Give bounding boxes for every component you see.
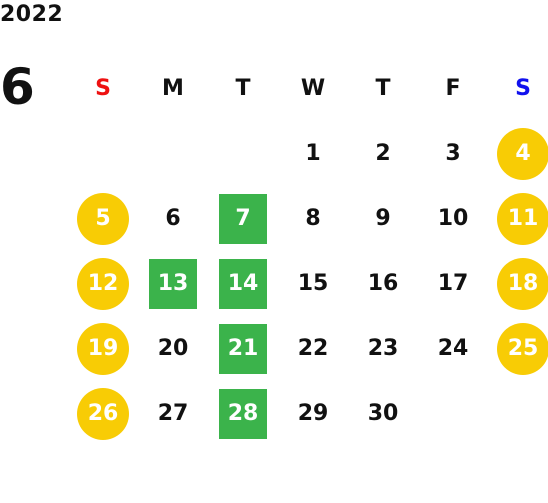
weekday-cell-saturday: S [488,56,548,121]
calendar-day-cell[interactable]: 23 [348,316,418,381]
weekday-cell-sunday: S [68,56,138,121]
calendar-day-number: 11 [497,192,548,245]
calendar-day-number: 1 [305,141,321,166]
calendar-day-number: 21 [219,323,267,374]
calendar-day-cell [208,121,278,186]
calendar-day-number: 13 [149,258,197,309]
calendar-day-cell [488,381,548,446]
calendar-day-number: 9 [375,206,391,231]
calendar-day-number: 23 [367,336,399,361]
calendar-day-cell[interactable]: 27 [138,381,208,446]
calendar-day-cell[interactable]: 24 [418,316,488,381]
weekday-label: T [235,76,251,101]
calendar-day-number: 7 [219,193,267,244]
calendar-day-cell[interactable]: 17 [418,251,488,316]
calendar-day-cell[interactable]: 1 [278,121,348,186]
calendar-day-number: 14 [219,258,267,309]
calendar-year: 2022 [0,2,64,27]
calendar-day-cell[interactable]: 13 [138,251,208,316]
calendar-week-row: 12 13 14 15 16 17 18 [68,251,548,316]
calendar-day-cell[interactable]: 14 [208,251,278,316]
calendar-day-cell[interactable]: 16 [348,251,418,316]
calendar-day-number: 5 [77,192,129,245]
calendar-day-number: 18 [497,257,548,310]
calendar-day-number: 8 [305,206,321,231]
calendar-day-number: 16 [367,271,399,296]
calendar-day-number: 12 [77,257,129,310]
calendar-day-cell[interactable]: 29 [278,381,348,446]
calendar-day-cell[interactable]: 12 [68,251,138,316]
weekday-label: S [95,76,111,101]
weekday-label: T [375,76,391,101]
calendar-day-cell [138,121,208,186]
calendar-day-cell [418,381,488,446]
weekday-cell-tuesday: T [208,56,278,121]
weekday-label: S [515,76,531,101]
weekday-cell-thursday: T [348,56,418,121]
calendar-day-number: 27 [157,401,189,426]
calendar-day-cell[interactable]: 11 [488,186,548,251]
calendar-day-cell[interactable]: 22 [278,316,348,381]
weekday-label: W [300,76,326,101]
calendar-day-cell[interactable]: 10 [418,186,488,251]
calendar-day-cell[interactable]: 8 [278,186,348,251]
calendar-day-number: 22 [297,336,329,361]
calendar-week-row: 5 6 7 8 9 10 11 [68,186,548,251]
calendar-month: 6 [0,58,35,116]
calendar-day-cell[interactable]: 18 [488,251,548,316]
calendar-day-cell[interactable]: 15 [278,251,348,316]
calendar-day-number: 15 [297,271,329,296]
calendar-day-number: 2 [375,141,391,166]
calendar-day-number: 26 [77,387,129,440]
calendar-day-number: 10 [437,206,469,231]
calendar-day-cell[interactable]: 25 [488,316,548,381]
calendar-day-number: 30 [367,401,399,426]
calendar-day-cell[interactable]: 21 [208,316,278,381]
calendar-day-cell[interactable]: 3 [418,121,488,186]
weekday-cell-wednesday: W [278,56,348,121]
calendar-day-cell[interactable]: 6 [138,186,208,251]
calendar-day-number: 25 [497,322,548,375]
calendar-day-cell [68,121,138,186]
calendar-day-cell[interactable]: 9 [348,186,418,251]
calendar-day-number: 28 [219,388,267,439]
weekday-label: M [162,76,184,101]
calendar-day-number: 20 [157,336,189,361]
calendar-day-cell[interactable]: 7 [208,186,278,251]
calendar-day-number: 3 [445,141,461,166]
calendar-day-number: 4 [497,127,548,180]
weekday-cell-friday: F [418,56,488,121]
calendar-day-cell[interactable]: 19 [68,316,138,381]
calendar-day-number: 17 [437,271,469,296]
calendar-day-number: 6 [165,206,181,231]
weekday-label: F [445,76,461,101]
calendar-week-row: 1 2 3 4 [68,121,548,186]
calendar-day-cell[interactable]: 2 [348,121,418,186]
calendar-week-row: 19 20 21 22 23 24 25 [68,316,548,381]
weekday-header-row: S M T W T F S [68,56,548,121]
calendar-day-cell[interactable]: 30 [348,381,418,446]
weekday-cell-monday: M [138,56,208,121]
calendar-day-number: 24 [437,336,469,361]
calendar-day-cell[interactable]: 28 [208,381,278,446]
calendar-day-number: 19 [77,322,129,375]
calendar-day-number: 29 [297,401,329,426]
calendar-day-cell[interactable]: 5 [68,186,138,251]
calendar-day-cell[interactable]: 4 [488,121,548,186]
calendar-day-cell[interactable]: 26 [68,381,138,446]
calendar-day-cell[interactable]: 20 [138,316,208,381]
calendar-week-row: 26 27 28 29 30 [68,381,548,446]
